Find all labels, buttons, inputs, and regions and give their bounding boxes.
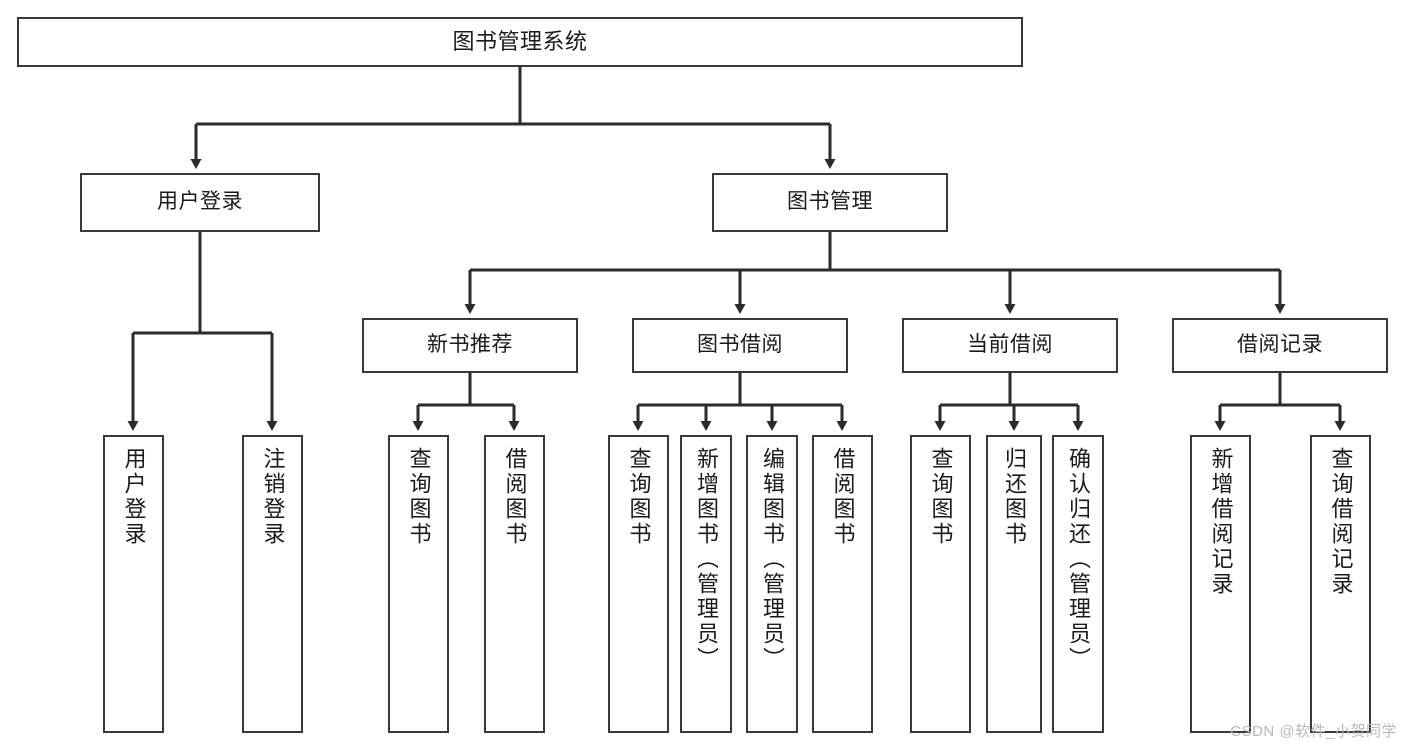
node-leaf-query-record[interactable]: 查询借阅记录 xyxy=(1310,435,1371,733)
node-leaf-query-book-3[interactable]: 查询图书 xyxy=(910,435,971,733)
node-leaf-user-login-label: 用户登录 xyxy=(121,447,147,547)
node-root-label: 图书管理系统 xyxy=(452,29,588,55)
node-user-login[interactable]: 用户登录 xyxy=(80,173,320,232)
node-leaf-add-record[interactable]: 新增借阅记录 xyxy=(1190,435,1251,733)
node-leaf-confirm-return[interactable]: 确认归还（管理员） xyxy=(1052,435,1104,733)
node-leaf-borrow-book-2[interactable]: 借阅图书 xyxy=(812,435,873,733)
node-book-manage-label: 图书管理 xyxy=(787,190,873,214)
node-leaf-add-record-label: 新增借阅记录 xyxy=(1208,447,1234,597)
node-leaf-query-book-2-label: 查询图书 xyxy=(626,447,652,547)
node-user-login-label: 用户登录 xyxy=(157,190,243,214)
node-leaf-confirm-return-label: 确认归还（管理员） xyxy=(1066,447,1091,672)
node-borrow-record[interactable]: 借阅记录 xyxy=(1172,318,1388,373)
node-leaf-query-book-1-label: 查询图书 xyxy=(406,447,432,547)
node-leaf-query-book-2[interactable]: 查询图书 xyxy=(608,435,669,733)
node-leaf-return-book-label: 归还图书 xyxy=(1002,447,1027,547)
node-new-book-recommend[interactable]: 新书推荐 xyxy=(362,318,578,373)
node-leaf-return-book[interactable]: 归还图书 xyxy=(986,435,1042,733)
node-leaf-add-book[interactable]: 新增图书（管理员） xyxy=(680,435,732,733)
node-book-borrow-label: 图书借阅 xyxy=(697,333,783,357)
node-leaf-edit-book[interactable]: 编辑图书（管理员） xyxy=(746,435,798,733)
node-leaf-query-book-3-label: 查询图书 xyxy=(928,447,954,547)
watermark-text: CSDN @软件_小贺同学 xyxy=(1230,723,1397,740)
node-leaf-query-record-label: 查询借阅记录 xyxy=(1328,447,1354,597)
node-current-borrow[interactable]: 当前借阅 xyxy=(902,318,1118,373)
node-leaf-user-login[interactable]: 用户登录 xyxy=(103,435,164,733)
node-leaf-logout[interactable]: 注销登录 xyxy=(242,435,303,733)
node-leaf-edit-book-label: 编辑图书（管理员） xyxy=(760,447,785,672)
node-leaf-borrow-book-2-label: 借阅图书 xyxy=(830,447,856,547)
node-book-borrow[interactable]: 图书借阅 xyxy=(632,318,848,373)
node-leaf-query-book-1[interactable]: 查询图书 xyxy=(388,435,449,733)
node-leaf-logout-label: 注销登录 xyxy=(260,447,286,547)
node-leaf-add-book-label: 新增图书（管理员） xyxy=(694,447,719,672)
node-book-manage[interactable]: 图书管理 xyxy=(712,173,948,232)
node-new-book-recommend-label: 新书推荐 xyxy=(427,333,513,357)
node-leaf-borrow-book-1[interactable]: 借阅图书 xyxy=(484,435,545,733)
node-borrow-record-label: 借阅记录 xyxy=(1237,333,1323,357)
node-current-borrow-label: 当前借阅 xyxy=(967,333,1053,357)
node-leaf-borrow-book-1-label: 借阅图书 xyxy=(502,447,528,547)
node-root[interactable]: 图书管理系统 xyxy=(17,17,1023,67)
